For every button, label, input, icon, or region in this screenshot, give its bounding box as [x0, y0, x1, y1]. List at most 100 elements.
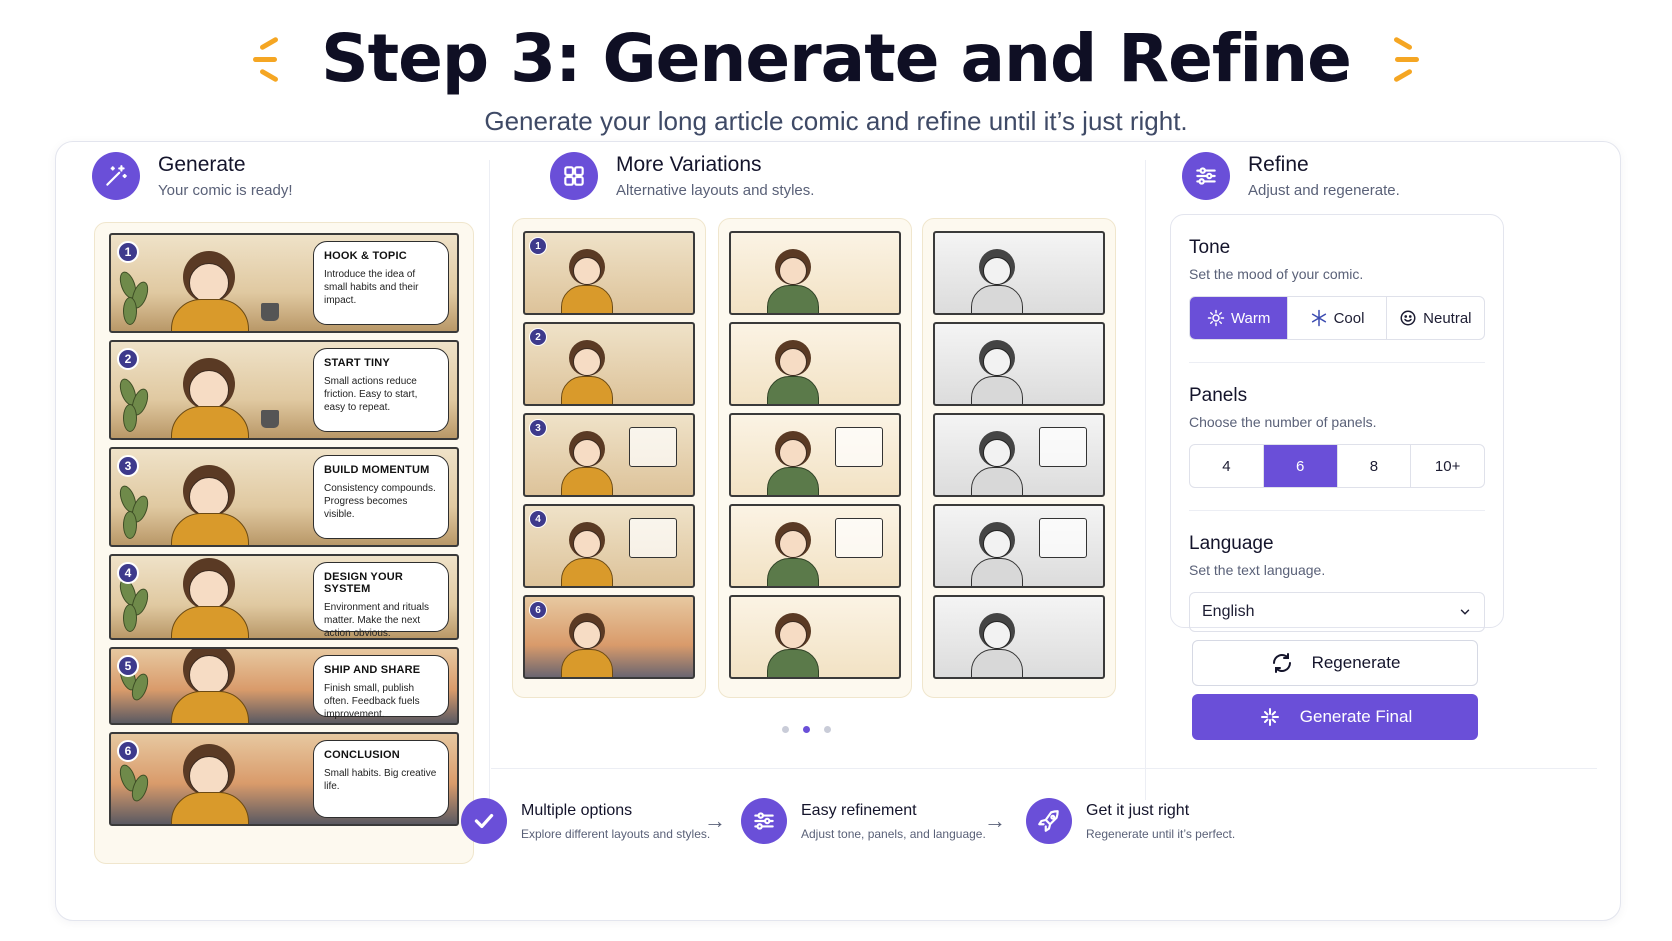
- panel-title: SHIP AND SHARE: [324, 664, 421, 676]
- tone-label: Neutral: [1423, 309, 1472, 327]
- speech-bubble: CONCLUSION Small habits. Big creative li…: [313, 740, 449, 818]
- variation-grayscale[interactable]: [922, 218, 1116, 698]
- variations-header: More Variations Alternative layouts and …: [550, 152, 814, 200]
- feature-title: Multiple options: [521, 801, 633, 819]
- variations-title: More Variations: [616, 153, 762, 176]
- left-spark-icon: [249, 29, 287, 89]
- tone-option-warm[interactable]: Warm: [1190, 297, 1289, 339]
- refresh-icon: [1272, 653, 1291, 673]
- generate-subtitle: Your comic is ready!: [158, 182, 293, 199]
- section-separator: [1189, 510, 1485, 511]
- panel-number-badge: 5: [117, 655, 139, 677]
- speech-bubble: DESIGN YOUR SYSTEM Environment and ritua…: [313, 562, 449, 638]
- sun-icon: [1207, 309, 1225, 327]
- comic-panel-3[interactable]: 3 BUILD MOMENTUM Consistency compounds. …: [109, 447, 459, 547]
- column-divider: [1145, 160, 1146, 800]
- arrow-right-icon: →: [704, 808, 726, 833]
- panel-number-badge: 1: [529, 237, 547, 255]
- tone-option-neutral[interactable]: Neutral: [1387, 297, 1484, 339]
- panel-number-badge: 3: [529, 419, 547, 437]
- comic-strip[interactable]: 1 HOOK & TOPIC Introduce the idea of sma…: [94, 222, 474, 864]
- panel-number-badge: 6: [529, 601, 547, 619]
- variation-panel: 1: [523, 231, 695, 315]
- character-illustration: [167, 459, 253, 545]
- panel-title: START TINY: [324, 357, 390, 369]
- panel-title: CONCLUSION: [324, 749, 400, 761]
- rocket-icon: [1026, 798, 1072, 844]
- panel-count-8[interactable]: 8: [1338, 445, 1412, 487]
- snowflake-icon: [1311, 309, 1326, 327]
- panel-count-4[interactable]: 4: [1190, 445, 1264, 487]
- sliders-icon: [741, 798, 787, 844]
- variation-panel: [933, 231, 1105, 315]
- tone-label: Cool: [1333, 309, 1365, 327]
- regenerate-button[interactable]: Regenerate: [1192, 640, 1478, 686]
- refine-header: Refine Adjust and regenerate.: [1182, 152, 1400, 200]
- sticky-notes-icon: [835, 518, 883, 558]
- generate-final-button[interactable]: Generate Final: [1192, 694, 1478, 740]
- variations-subtitle: Alternative layouts and styles.: [616, 182, 815, 199]
- plant-icon: [116, 481, 152, 545]
- footer-divider: [491, 768, 1597, 769]
- feature-title: Easy refinement: [801, 801, 917, 819]
- variation-panel: [729, 595, 901, 679]
- generate-header: Generate Your comic is ready!: [92, 152, 293, 200]
- variation-panel: [933, 595, 1105, 679]
- variation-panel: 6: [523, 595, 695, 679]
- panel-number-badge: 6: [117, 740, 139, 762]
- feature-multiple-options: Multiple options Explore different layou…: [461, 798, 710, 844]
- variation-panel: [933, 413, 1105, 497]
- tone-subtitle: Set the mood of your comic.: [1189, 266, 1364, 282]
- feature-subtitle: Regenerate until it’s perfect.: [1086, 826, 1236, 841]
- comic-panel-6[interactable]: 6 CONCLUSION Small habits. Big creative …: [109, 732, 459, 826]
- panel-count-6[interactable]: 6: [1263, 445, 1338, 487]
- refine-title: Refine: [1248, 153, 1309, 176]
- page-title: Step 3: Generate and Refine: [321, 20, 1352, 97]
- variation-panel: [729, 504, 901, 588]
- plant-icon: [116, 267, 152, 331]
- sliders-icon: [1182, 152, 1230, 200]
- language-title: Language: [1189, 533, 1274, 554]
- carousel-pagination: [491, 726, 1121, 733]
- character-illustration: [167, 649, 253, 723]
- variation-panel: 3: [523, 413, 695, 497]
- feature-subtitle: Adjust tone, panels, and language.: [801, 826, 986, 841]
- comic-panel-5[interactable]: 5 SHIP AND SHARE Finish small, publish o…: [109, 647, 459, 725]
- tone-option-cool[interactable]: Cool: [1288, 297, 1387, 339]
- panels-subtitle: Choose the number of panels.: [1189, 414, 1377, 430]
- plant-icon: [116, 374, 152, 438]
- right-spark-icon: [1385, 29, 1423, 89]
- variation-green-sketch[interactable]: [718, 218, 912, 698]
- comic-panel-1[interactable]: 1 HOOK & TOPIC Introduce the idea of sma…: [109, 233, 459, 333]
- panel-number-badge: 4: [117, 562, 139, 584]
- plant-icon: [116, 760, 152, 824]
- carousel-dot-1[interactable]: [781, 726, 789, 733]
- carousel-dot-2[interactable]: [802, 726, 810, 733]
- variation-warm-color[interactable]: 1 2 3 4 6: [512, 218, 706, 698]
- panel-number-badge: 2: [117, 348, 139, 370]
- panel-count-10-plus[interactable]: 10+: [1434, 457, 1461, 475]
- variation-panel: [729, 231, 901, 315]
- variation-panel: [933, 322, 1105, 406]
- chart-board-icon: [1039, 427, 1087, 467]
- carousel-dot-3[interactable]: [823, 726, 831, 733]
- comic-panel-4[interactable]: 4 DESIGN YOUR SYSTEM Environment and rit…: [109, 554, 459, 640]
- generate-title: Generate: [158, 153, 246, 176]
- refine-options-box: Tone Set the mood of your comic. Warm Co…: [1170, 214, 1504, 632]
- tone-label: Warm: [1230, 309, 1271, 327]
- generate-final-label: Generate Final: [1299, 707, 1413, 726]
- panel-text: Small habits. Big creative life.: [324, 768, 437, 792]
- chevron-down-icon: [1460, 609, 1470, 615]
- speech-bubble: BUILD MOMENTUM Consistency compounds. Pr…: [313, 455, 449, 539]
- speech-bubble: SHIP AND SHARE Finish small, publish oft…: [313, 655, 449, 720]
- tone-title: Tone: [1189, 237, 1231, 258]
- feature-easy-refinement: Easy refinement Adjust tone, panels, and…: [741, 798, 986, 844]
- plant-icon: [116, 574, 152, 638]
- panel-text: Small actions reduce friction. Easy to s…: [324, 376, 418, 413]
- feature-get-it-right: Get it just right Regenerate until it’s …: [1026, 798, 1235, 844]
- panel-number-badge: 3: [117, 455, 139, 477]
- comic-panel-2[interactable]: 2 START TINY Small actions reduce fricti…: [109, 340, 459, 440]
- panels-title: Panels: [1189, 385, 1248, 406]
- panel-text: Finish small, publish often. Feedback fu…: [324, 683, 420, 720]
- language-select[interactable]: English: [1189, 592, 1485, 632]
